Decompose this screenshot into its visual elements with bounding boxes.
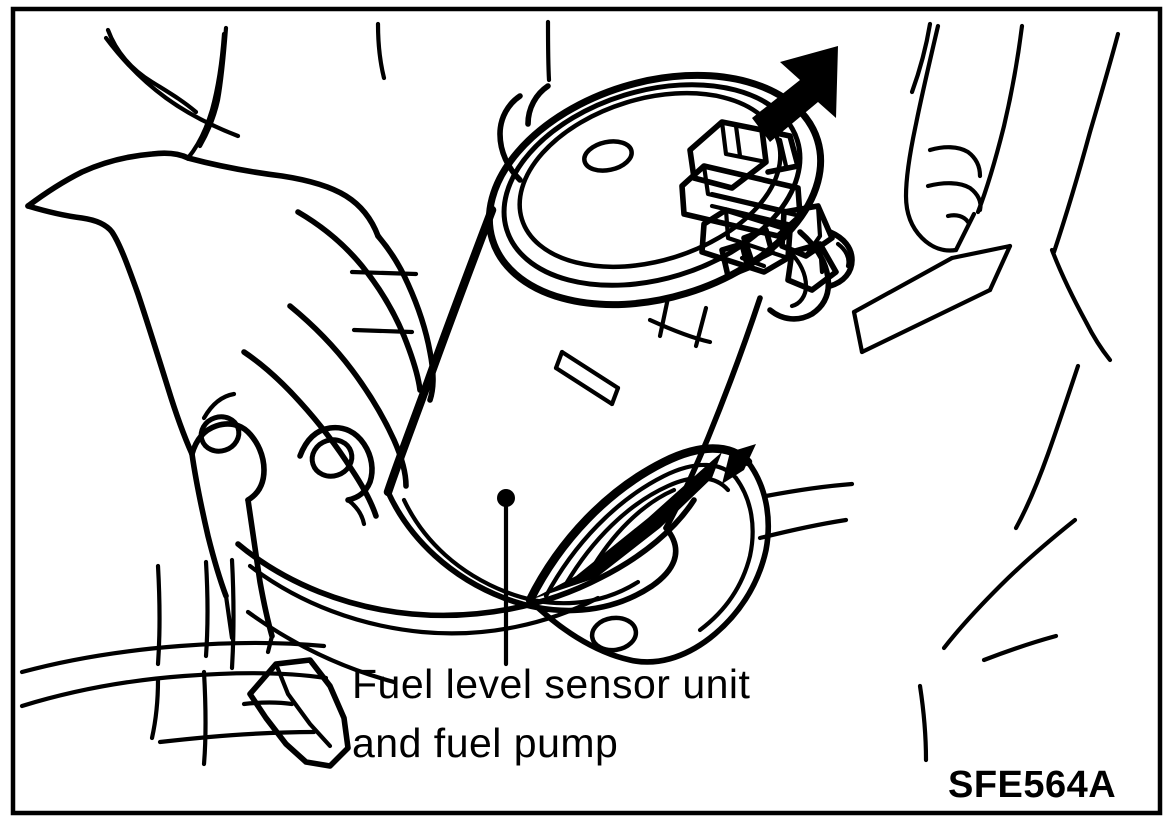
callout-label-line-1: Fuel level sensor unit	[352, 661, 751, 707]
callout-label-line-2: and fuel pump	[352, 720, 618, 766]
direction-arrow	[752, 46, 838, 142]
body-panel	[105, 19, 1121, 763]
electrical-connector	[679, 119, 855, 293]
body-bracket-right	[851, 23, 1013, 355]
tank-oval-mark	[589, 615, 639, 653]
pump-flange-outer	[485, 71, 825, 309]
callout-leader	[497, 489, 515, 667]
pump-flange-mid	[501, 82, 803, 288]
flange-oval-mark	[582, 139, 634, 173]
figure-border	[10, 6, 1163, 816]
fingernail-1	[198, 414, 242, 454]
fingernail-2	[309, 437, 355, 479]
tank-opening	[235, 444, 855, 665]
fuel-hose	[19, 557, 397, 769]
figure-reference-code: SFE564A	[948, 764, 1116, 806]
